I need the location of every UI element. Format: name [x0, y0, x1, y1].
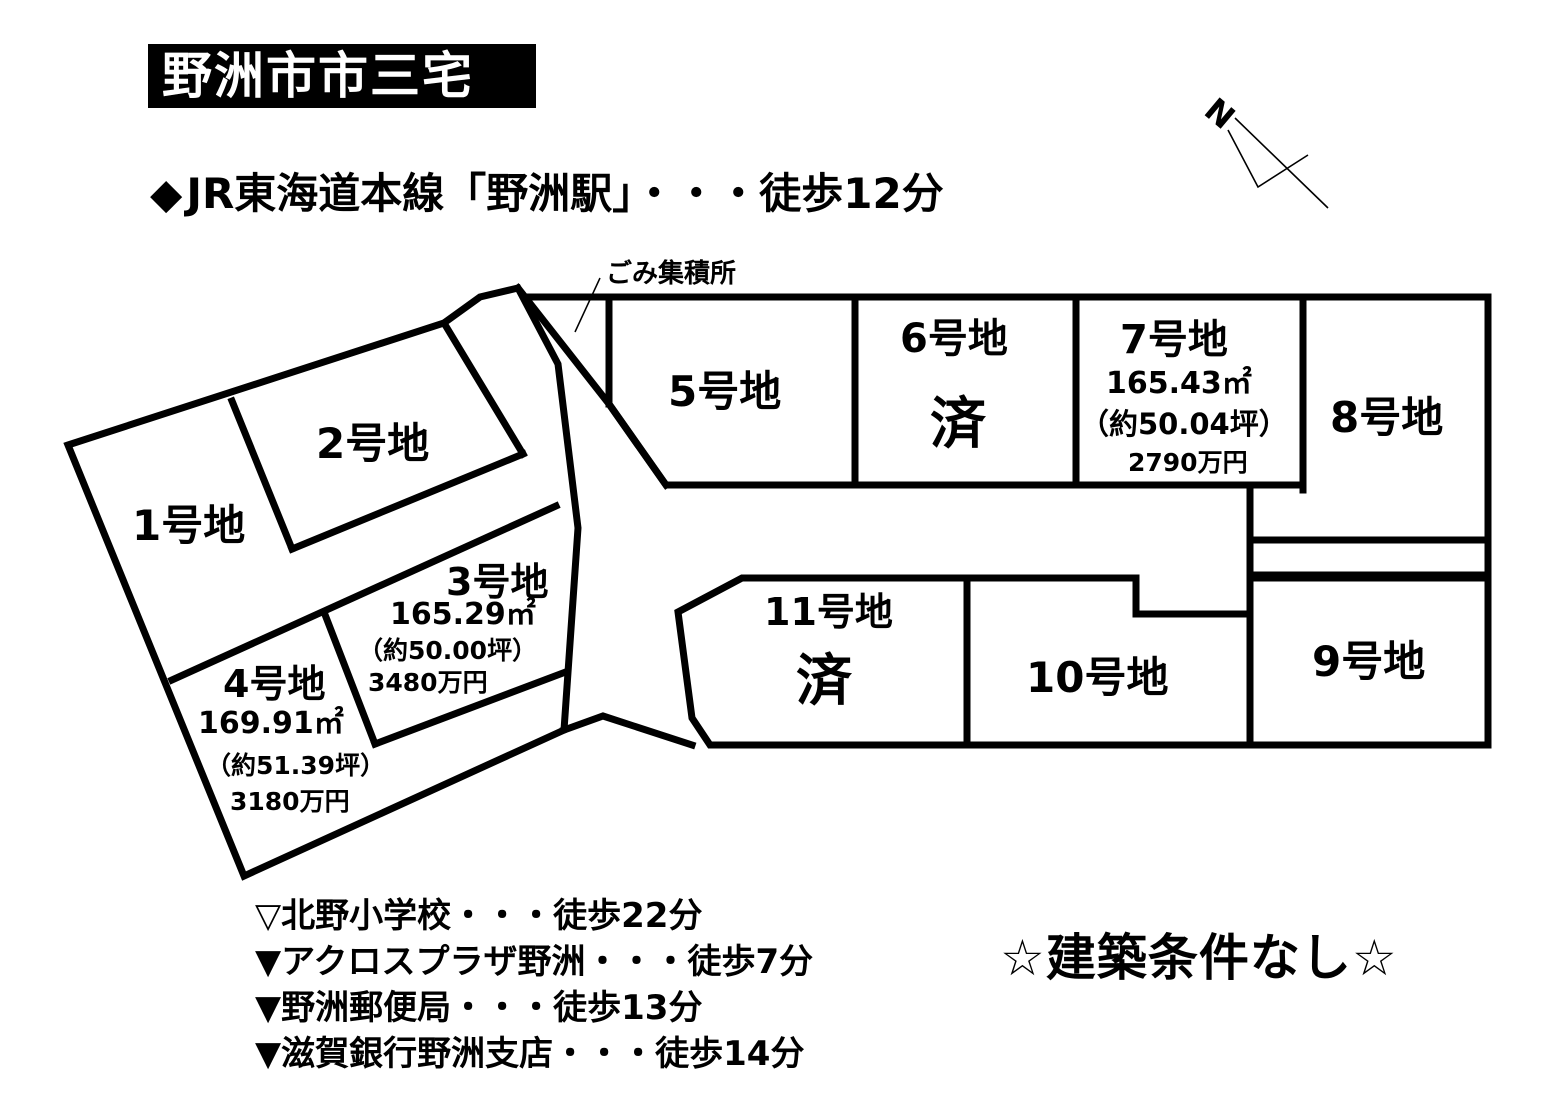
lot-3-area: 165.29㎡ — [390, 597, 536, 632]
lot-2-label: 2号地 — [316, 419, 429, 468]
lot-divider-3-bottom — [370, 668, 568, 749]
lot-3-label: 3号地 — [446, 560, 548, 604]
building-condition: ☆建築条件なし☆ — [1000, 929, 1398, 987]
diamond-icon: ◆ — [150, 169, 183, 218]
lot-4-price: 3180万円 — [230, 787, 350, 816]
lot-outline-bottom-row — [674, 574, 1492, 749]
lot-divider-3-4 — [319, 607, 380, 749]
nearby-facilities: ▽北野小学校・・・徒歩22分 ▼アクロスプラザ野洲・・・徒歩7分 ▼野洲郵便局・… — [255, 893, 813, 1077]
road-edge-lower — [559, 712, 697, 750]
lot-7-price: 2790万円 — [1128, 448, 1248, 477]
lot-4-label: 4号地 — [223, 662, 325, 706]
garbage-leader-line — [574, 277, 601, 333]
station-access: ◆JR東海道本線「野洲駅」・・・徒歩12分 — [150, 160, 944, 221]
nearby-item: ▽北野小学校・・・徒歩22分 — [255, 896, 703, 936]
lot-divider-2-bottom — [287, 449, 528, 554]
lot-8-label: 8号地 — [1330, 393, 1443, 442]
nearby-item: ▼アクロスプラザ野洲・・・徒歩7分 — [255, 942, 814, 982]
nearby-item: ▼滋賀銀行野洲支店・・・徒歩14分 — [255, 1034, 805, 1074]
lot-11-label: 11号地 — [764, 590, 893, 634]
page-title: 野洲市市三宅 — [148, 44, 536, 108]
lot-7-label: 7号地 — [1120, 317, 1228, 363]
lot-divider-1-2 — [227, 396, 297, 554]
lot-11-status: 済 — [796, 649, 853, 714]
lot-3-tsubo: （約50.00坪） — [358, 636, 537, 665]
lot-divider-1-3 — [167, 501, 561, 685]
lot-6-status: 済 — [930, 392, 987, 457]
lot-divider-2-right — [439, 318, 528, 459]
strip-between-8-9 — [1246, 536, 1492, 579]
north-compass-icon: N — [1197, 90, 1329, 209]
lot-10-label: 10号地 — [1026, 653, 1168, 702]
lot-3-price: 3480万円 — [368, 668, 488, 697]
compass-label: N — [1197, 90, 1242, 136]
lot-1-label: 1号地 — [132, 501, 245, 550]
lot-7-tsubo: （約50.04坪） — [1080, 407, 1288, 441]
nearby-item: ▼野洲郵便局・・・徒歩13分 — [255, 988, 703, 1028]
lot-outline-left-outer — [63, 283, 582, 881]
lot-9-label: 9号地 — [1312, 637, 1425, 686]
lot-5-label: 5号地 — [668, 367, 781, 416]
lot-4-area: 169.91㎡ — [198, 706, 344, 741]
lot-4-tsubo: （約51.39坪） — [206, 751, 385, 780]
lot-6-label: 6号地 — [900, 316, 1008, 362]
station-text: JR東海道本線「野洲駅」・・・徒歩12分 — [186, 169, 944, 218]
lot-7-area: 165.43㎡ — [1106, 366, 1252, 401]
garbage-label: ごみ集積所 — [606, 258, 736, 289]
